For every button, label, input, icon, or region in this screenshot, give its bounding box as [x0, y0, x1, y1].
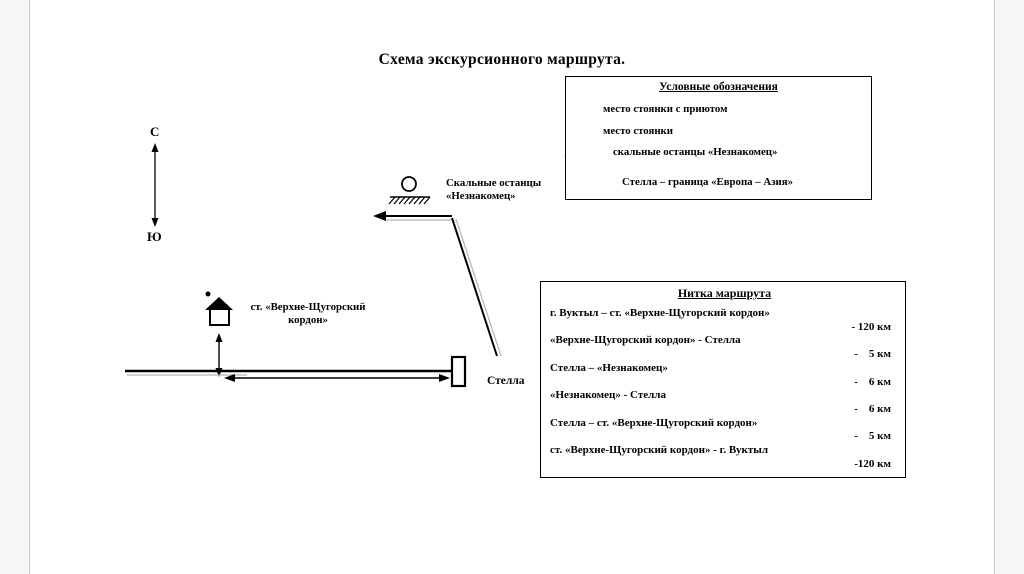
track-distance-arrow — [224, 374, 450, 382]
route-leg: «Незнакомец» - Стелла - 6 км — [550, 389, 899, 416]
legend-title: Условные обозначения — [659, 81, 778, 93]
route-leg: г. Вуктыл – ст. «Верхне-Щугорский кордон… — [550, 307, 899, 334]
route-leg: Стелла – ст. «Верхне-Щугорский кордон» -… — [550, 417, 899, 444]
rocks-label: Скальные останцы «Незнакомец» — [446, 177, 542, 202]
page-title: Схема экскурсионного маршрута. — [378, 51, 626, 68]
stella-marker — [450, 355, 467, 388]
route-leg-name: ст. «Верхне-Щугорский кордон» - г. Вукты… — [550, 444, 769, 457]
compass-north-label: С — [150, 124, 160, 139]
main-track-line — [125, 369, 454, 376]
route-leg-name: «Незнакомец» - Стелла — [550, 389, 666, 402]
left-margin — [0, 0, 30, 574]
route-leg-distance: - 120 км — [851, 320, 892, 333]
route-leg-name: г. Вуктыл – ст. «Верхне-Щугорский кордон… — [550, 307, 770, 319]
rocks-marker — [388, 176, 431, 205]
route-arrow-west — [373, 211, 452, 221]
route-leg-name: Стелла – «Незнакомец» — [550, 361, 668, 374]
right-margin — [994, 0, 1024, 574]
compass-arrow — [151, 143, 159, 227]
legend-item-label-camp: место стоянки — [603, 125, 673, 137]
station-track-arrow — [215, 333, 223, 377]
route-box: Нитка маршрута г. Вуктыл – ст. «Верхне-Щ… — [540, 281, 906, 478]
route-leg-distance: - 6 км — [854, 375, 891, 388]
route-leg-distance: - 5 км — [854, 430, 891, 443]
legend-item-label-camp-with-shelter: место стоянки с приютом — [603, 103, 728, 115]
route-leg: «Верхне-Щугорский кордон» - Стелла - 5 к… — [550, 334, 899, 361]
legend-item-label-stella: Стелла – граница «Европа – Азия» — [622, 176, 793, 188]
station-marker — [205, 291, 233, 326]
route-leg-name: Стелла – ст. «Верхне-Щугорский кордон» — [550, 416, 758, 429]
route-leg-distance: - 5 км — [854, 348, 891, 361]
compass-south-label: Ю — [147, 229, 162, 244]
route-leg: ст. «Верхне-Щугорский кордон» - г. Вукты… — [550, 444, 899, 471]
route-title: Нитка маршрута — [677, 286, 772, 300]
route-leg-distance: - 6 км — [854, 402, 891, 415]
route-leg: Стелла – «Незнакомец» - 6 км — [550, 362, 899, 389]
legend-box: Условные обозначения место стоянки с при… — [565, 76, 872, 200]
route-leg-name: «Верхне-Щугорский кордон» - Стелла — [550, 334, 741, 347]
stella-label: Стелла — [487, 375, 525, 387]
route-leg-distance: -120 км — [854, 457, 891, 470]
legend-item-label-rocks: скальные останцы «Незнакомец» — [613, 146, 778, 158]
route-line-diagonal — [451, 217, 502, 357]
station-label: ст. «Верхне-Щугорский кордон» — [250, 301, 366, 326]
